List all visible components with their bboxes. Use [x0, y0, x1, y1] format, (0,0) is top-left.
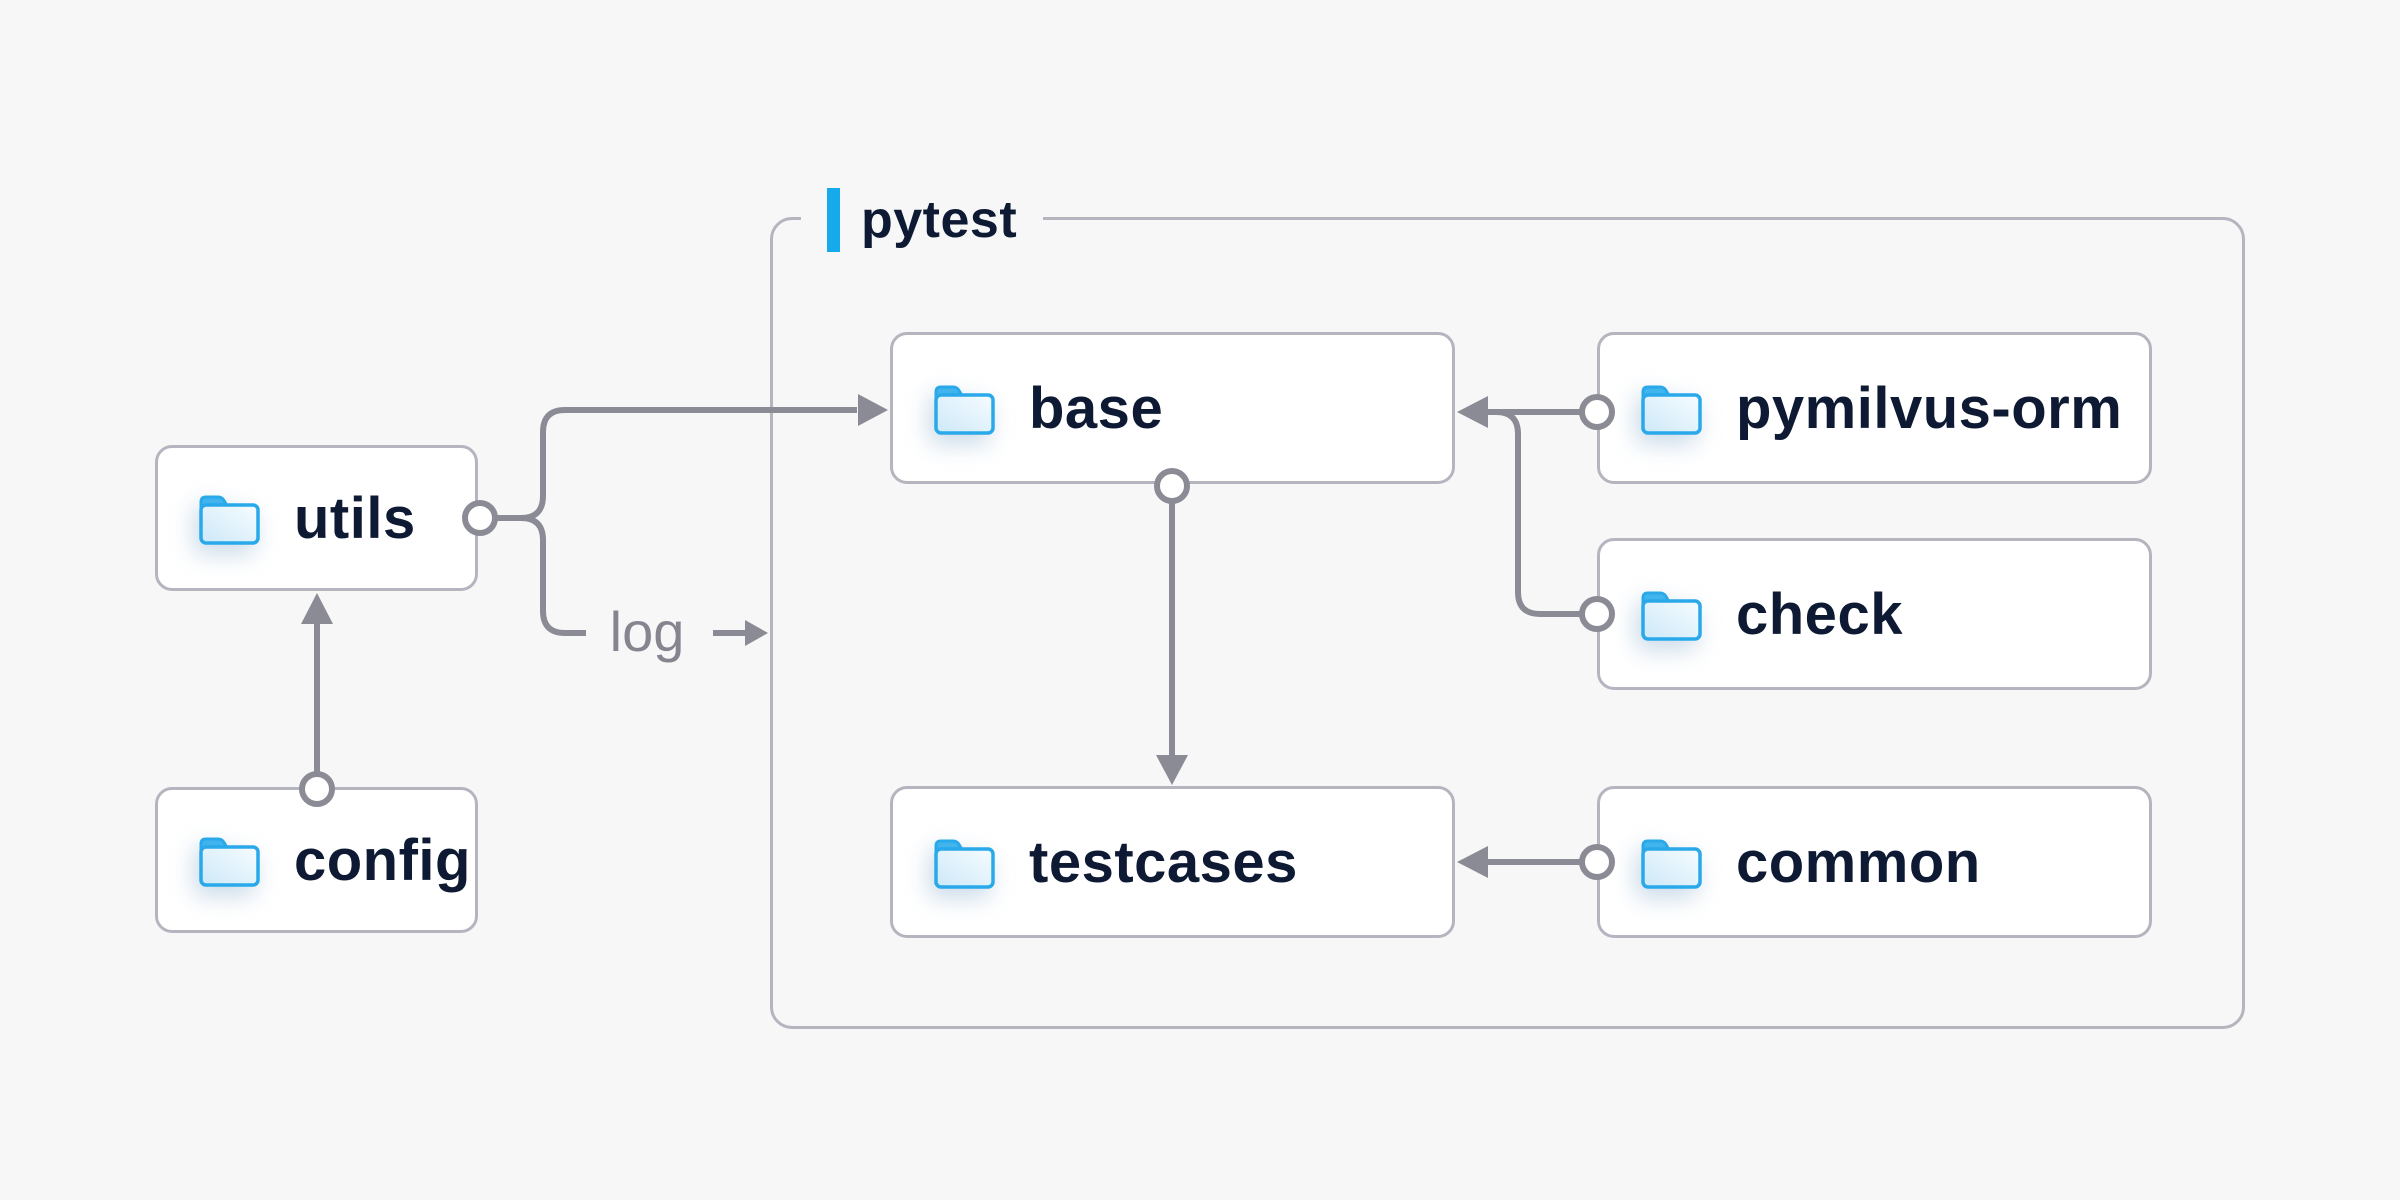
folder-icon [934, 839, 995, 889]
folder-icon [1641, 591, 1702, 641]
node-label: common [1736, 829, 1981, 895]
node-label: config [294, 827, 471, 893]
node-label: utils [294, 485, 416, 551]
node-testcases: testcases [890, 786, 1455, 938]
folder-icon [934, 385, 995, 435]
folder-icon [199, 837, 260, 887]
node-pymilvus-orm: pymilvus-orm [1597, 332, 2152, 484]
accent-bar [827, 188, 840, 252]
node-base: base [890, 332, 1455, 484]
node-label: testcases [1029, 829, 1298, 895]
edge-config-to-utils [299, 593, 335, 807]
folder-icon [1641, 839, 1702, 889]
node-label: check [1736, 581, 1903, 647]
folder-icon [199, 495, 260, 545]
node-label: pymilvus-orm [1736, 375, 2123, 441]
node-config: config [155, 787, 478, 933]
pytest-container-box: pytest [770, 183, 2245, 1029]
pytest-container-label-text: pytest [861, 191, 1018, 249]
node-common: common [1597, 786, 2152, 938]
node-label: base [1029, 375, 1164, 441]
edge-label-log: log [609, 600, 685, 663]
pytest-container-label: pytest [801, 183, 1044, 257]
node-utils: utils [155, 445, 478, 591]
folder-icon [1641, 385, 1702, 435]
node-check: check [1597, 538, 2152, 690]
